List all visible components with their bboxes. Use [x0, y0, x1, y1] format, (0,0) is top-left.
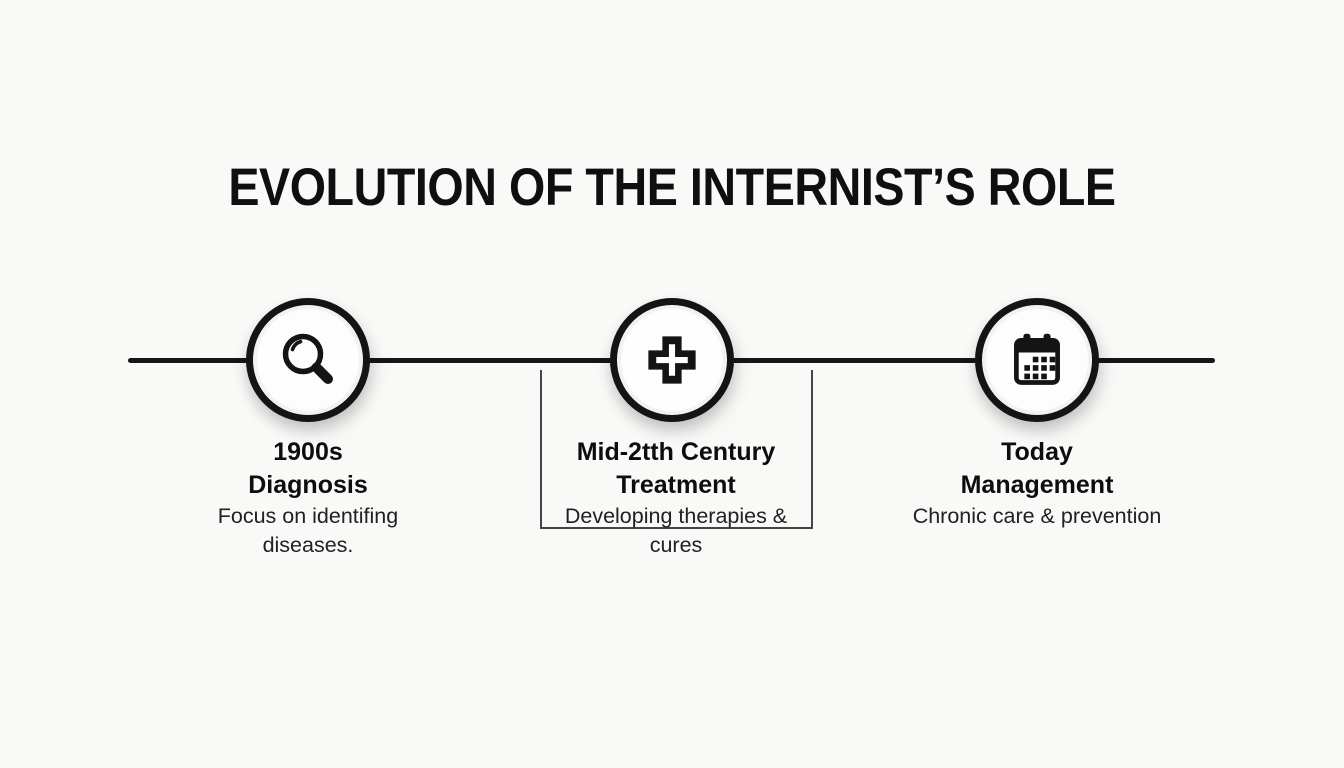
timeline-node-1900s: [246, 298, 370, 422]
treatment-bracket: [540, 370, 813, 529]
milestone-era: Mid-2tth Century: [576, 438, 776, 466]
milestone-description: Chronic care & prevention: [912, 504, 1162, 528]
milestone-role: Diagnosis: [248, 471, 368, 499]
milestone-today: Today Management Chronic care & preventi…: [887, 436, 1187, 531]
timeline-node-mid-century: [610, 298, 734, 422]
calendar-icon: [1014, 333, 1060, 385]
milestone-mid-century: Mid-2tth Century Treatment Developing th…: [526, 436, 826, 560]
milestone-era: 1900s: [273, 438, 343, 466]
milestone-description: Focus on identifing diseases.: [217, 504, 399, 557]
magnifier-icon: [282, 333, 333, 384]
page-title: EVOLUTION OF THE INTERNIST’S ROLE: [228, 158, 1116, 217]
timeline-node-today: [975, 298, 1099, 422]
milestone-role: Management: [960, 471, 1114, 499]
milestone-1900s: 1900s Diagnosis Focus on identifing dise…: [158, 436, 458, 560]
milestone-era: Today: [1001, 438, 1073, 466]
medical-cross-icon: [648, 336, 696, 384]
milestone-description: Developing therapies & cures: [564, 504, 788, 557]
milestone-role: Treatment: [616, 471, 736, 499]
